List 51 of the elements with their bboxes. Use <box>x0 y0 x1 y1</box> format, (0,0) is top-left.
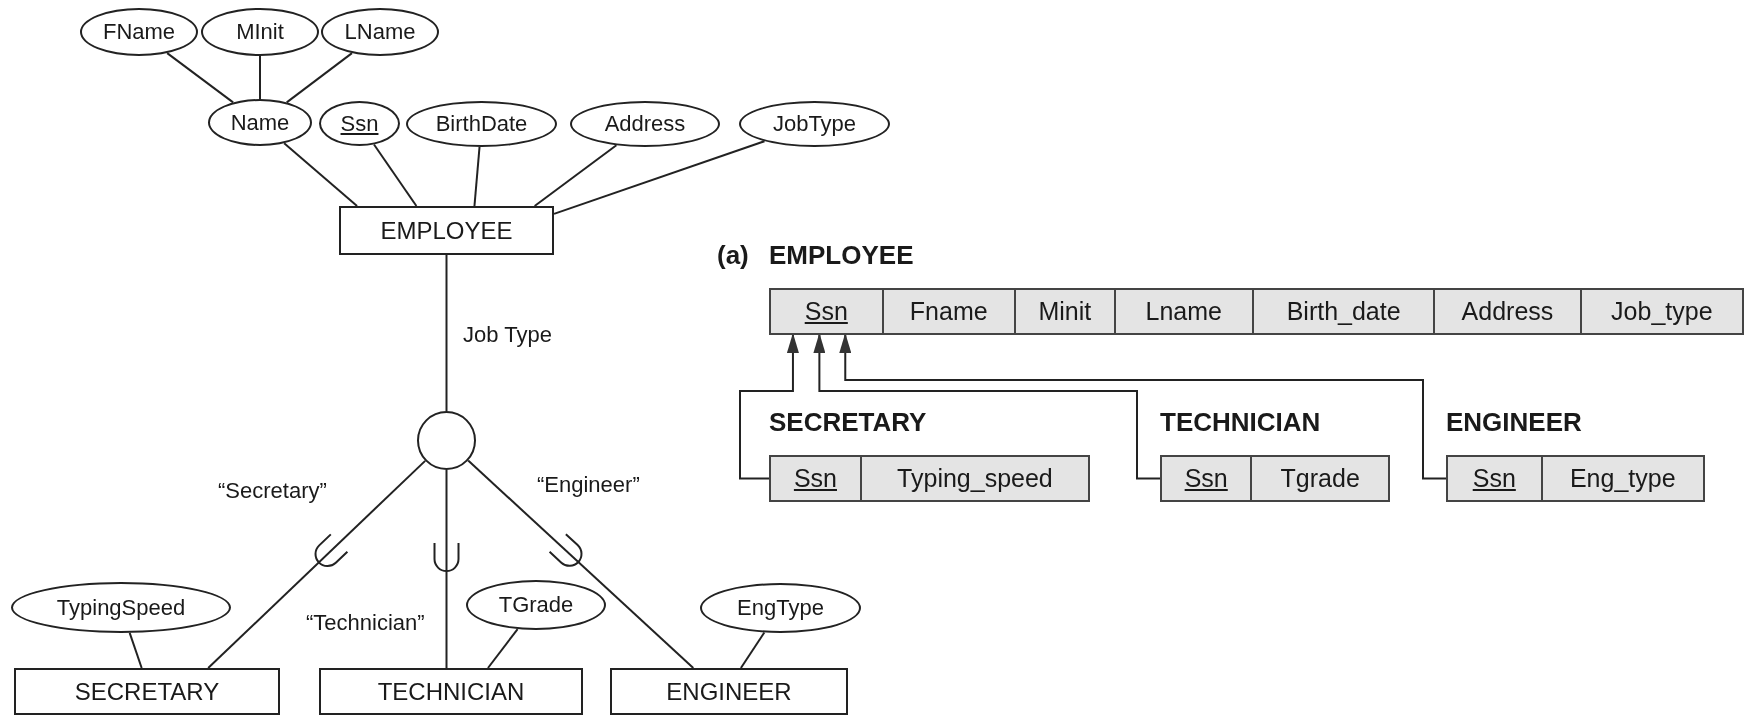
attribute-cell: Address <box>1435 290 1582 333</box>
attribute-cell: Lname <box>1115 290 1254 333</box>
attribute-name: TGrade <box>498 592 574 618</box>
entity-box <box>319 668 583 715</box>
attribute-cell: Ssn <box>1162 457 1253 500</box>
connector-line <box>445 469 448 669</box>
attribute-cell: Birth_date <box>1254 290 1436 333</box>
connector-line <box>207 459 427 669</box>
attribute-name: MInit <box>236 19 284 45</box>
relation-name: ENGINEER <box>1446 407 1582 439</box>
attribute-name: FName <box>102 19 176 45</box>
connector-line <box>445 254 448 412</box>
attribute-name: LName <box>344 19 416 45</box>
connector-line <box>739 631 766 669</box>
attribute-cell: Ssn <box>771 290 884 333</box>
relation-name: SECRETARY <box>769 407 927 439</box>
attribute-name: Ssn <box>340 110 379 137</box>
connector-line <box>473 146 481 207</box>
connector-line <box>533 144 618 207</box>
attribute-cell: Typing_speed <box>861 457 1088 500</box>
attribute-cell: Ssn <box>1448 457 1543 500</box>
connector-line <box>486 628 519 669</box>
attribute-cell: Fname <box>883 290 1016 333</box>
attribute-name: Name <box>230 109 290 136</box>
entity-box <box>14 668 280 715</box>
attribute-ellipse <box>466 580 606 630</box>
attribute-name: TypingSpeed <box>56 594 186 621</box>
entity-name: EMPLOYEE <box>380 216 513 245</box>
entity-name: ENGINEER <box>666 677 792 706</box>
attribute-cell: Tgrade <box>1252 457 1388 500</box>
figure-label: (a) <box>717 240 749 272</box>
attribute-name: BirthDate <box>435 111 528 137</box>
connector-line <box>373 143 418 207</box>
attribute-name: EngType <box>737 595 824 621</box>
entity-box <box>610 668 848 715</box>
attribute-name: Address <box>604 111 686 137</box>
connector-line <box>467 459 695 669</box>
attribute-cell: Ssn <box>771 457 862 500</box>
entity-name: SECRETARY <box>74 677 220 706</box>
specialization-circle <box>417 411 476 470</box>
connector-line <box>128 631 143 669</box>
connector-line <box>553 140 766 215</box>
relation-name: TECHNICIAN <box>1160 407 1321 439</box>
attribute-cell: Minit <box>1016 290 1116 333</box>
attribute-cell: Job_type <box>1581 290 1742 333</box>
attribute-cell: Eng_type <box>1542 457 1703 500</box>
entity-box <box>339 206 554 255</box>
connector-line <box>259 55 261 100</box>
entity-name: TECHNICIAN <box>377 677 525 706</box>
attribute-name: JobType <box>772 111 857 137</box>
relation-name: EMPLOYEE <box>769 240 914 272</box>
